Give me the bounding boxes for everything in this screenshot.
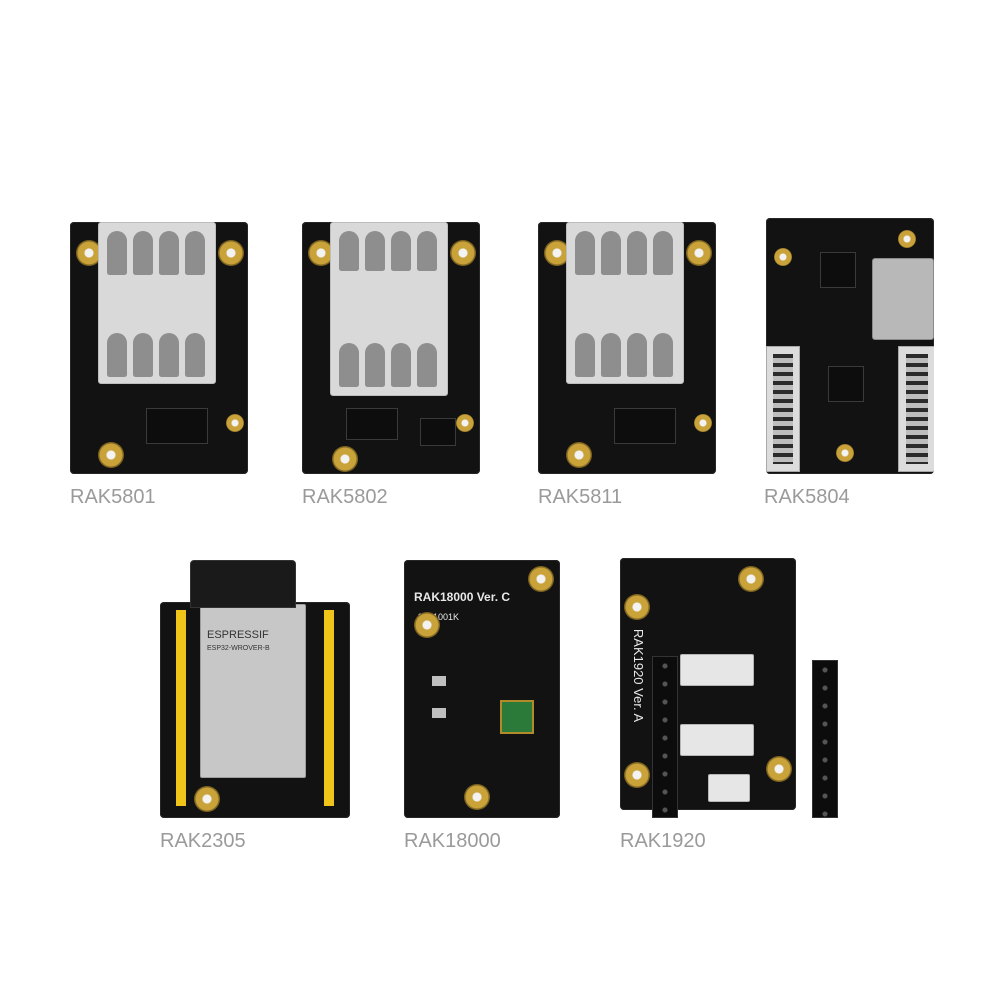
grove-connector — [680, 654, 754, 686]
mount-hole — [738, 566, 764, 592]
product-label: RAK5804 — [764, 486, 850, 508]
pad — [432, 676, 446, 686]
product-label: RAK2305 — [160, 830, 246, 852]
mount-hole — [218, 240, 244, 266]
rak18000-board: RAK18000 Ver. C 8261001K — [404, 560, 560, 818]
rak5804-board — [766, 218, 934, 474]
ic-chip — [146, 408, 208, 444]
mount-hole — [464, 784, 490, 810]
board-title: RAK1920 Ver. A — [631, 628, 647, 723]
mount-hole — [686, 240, 712, 266]
mount-hole — [76, 240, 102, 266]
mount-hole — [836, 444, 854, 462]
ic-chip — [420, 418, 456, 446]
mount-hole — [456, 414, 474, 432]
mount-hole — [450, 240, 476, 266]
product-label: RAK5802 — [302, 486, 388, 508]
screw-terminal — [566, 222, 684, 384]
mount-hole — [414, 612, 440, 638]
board-code: 8261001K — [418, 612, 460, 622]
mount-hole — [898, 230, 916, 248]
mount-hole — [544, 240, 570, 266]
pin-header — [176, 610, 186, 806]
mount-hole — [98, 442, 124, 468]
product-label: RAK5811 — [538, 486, 623, 508]
mount-hole — [694, 414, 712, 432]
pin-socket — [652, 656, 678, 818]
ic-chip — [828, 366, 864, 402]
ic-chip — [820, 252, 856, 288]
mount-hole — [624, 594, 650, 620]
mount-hole — [226, 414, 244, 432]
grove-connector — [708, 774, 750, 802]
board-title: RAK18000 Ver. C — [414, 590, 511, 604]
mount-hole — [332, 446, 358, 472]
pin-header — [766, 346, 800, 472]
screw-terminal — [330, 222, 448, 396]
rak1920-board: RAK1920 Ver. A — [620, 558, 796, 810]
esp32-module: ESPRESSIF ESP32-WROVER-B — [200, 604, 306, 778]
ic-chip — [346, 408, 398, 440]
grove-connector — [680, 724, 754, 756]
screw-terminal — [98, 222, 216, 384]
module-model: ESP32-WROVER-B — [207, 645, 270, 652]
mount-hole — [528, 566, 554, 592]
mount-hole — [766, 756, 792, 782]
product-label: RAK5801 — [70, 486, 156, 508]
product-label: RAK1920 — [620, 830, 706, 852]
ic-chip — [614, 408, 676, 444]
mount-hole — [624, 762, 650, 788]
product-label: RAK18000 — [404, 830, 501, 852]
antenna — [190, 560, 296, 608]
pad — [432, 708, 446, 718]
mount-hole — [308, 240, 334, 266]
mount-hole — [194, 786, 220, 812]
pin-socket — [812, 660, 838, 818]
mount-hole — [566, 442, 592, 468]
mount-hole — [774, 248, 792, 266]
pin-header — [898, 346, 934, 472]
module-brand: ESPRESSIF — [207, 629, 269, 641]
rak5801-board — [70, 222, 248, 474]
microphone-sensor — [500, 700, 534, 734]
rak5802-board — [302, 222, 480, 474]
rak5811-board — [538, 222, 716, 474]
rak2305-board: ESPRESSIF ESP32-WROVER-B — [160, 602, 350, 818]
usb-connector — [872, 258, 934, 340]
pin-header — [324, 610, 334, 806]
